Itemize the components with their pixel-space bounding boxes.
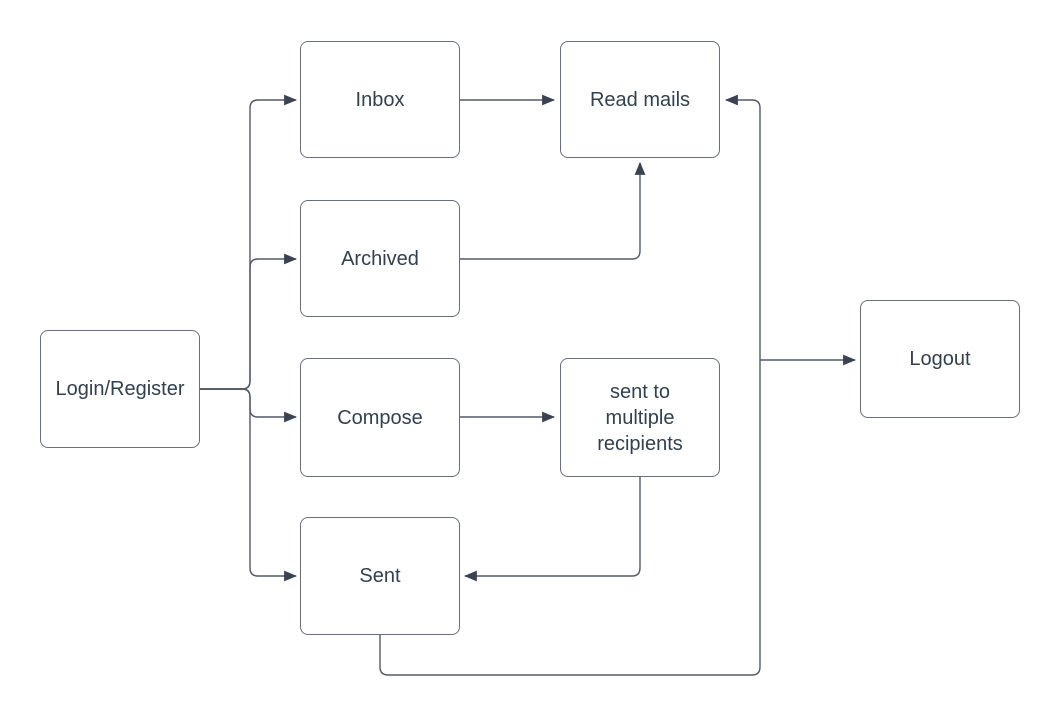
node-logout: Logout — [860, 300, 1020, 418]
edge-login-compose — [200, 388, 298, 423]
edge-sent-multiple-sent — [463, 477, 641, 582]
node-inbox-label: Inbox — [355, 88, 405, 111]
node-read-mails: Read mails — [560, 41, 720, 158]
node-sent: Sent — [300, 517, 460, 635]
node-archived: Archived — [300, 200, 460, 317]
node-archived-label: Archived — [341, 247, 419, 270]
node-read-mails-label: Read mails — [589, 88, 691, 111]
edge-login-archived — [200, 253, 298, 390]
edge-archived-read-mails — [460, 161, 646, 260]
edge-sent-read-mails — [379, 94, 761, 676]
edge-login-inbox — [200, 94, 298, 390]
node-sent-multiple-recipients: sent to multiple recipients — [560, 358, 720, 477]
node-inbox: Inbox — [300, 41, 460, 158]
node-login-register-label: Login/Register — [55, 378, 185, 400]
node-sent-label: Sent — [359, 565, 401, 587]
node-logout-label: Logout — [909, 348, 971, 370]
node-sent-multiple-recipients-label: sent to multiple recipients — [597, 380, 683, 455]
edge-login-sent — [200, 388, 298, 582]
node-compose: Compose — [300, 358, 460, 477]
node-login-register: Login/Register — [40, 330, 200, 448]
node-compose-label: Compose — [337, 406, 423, 429]
